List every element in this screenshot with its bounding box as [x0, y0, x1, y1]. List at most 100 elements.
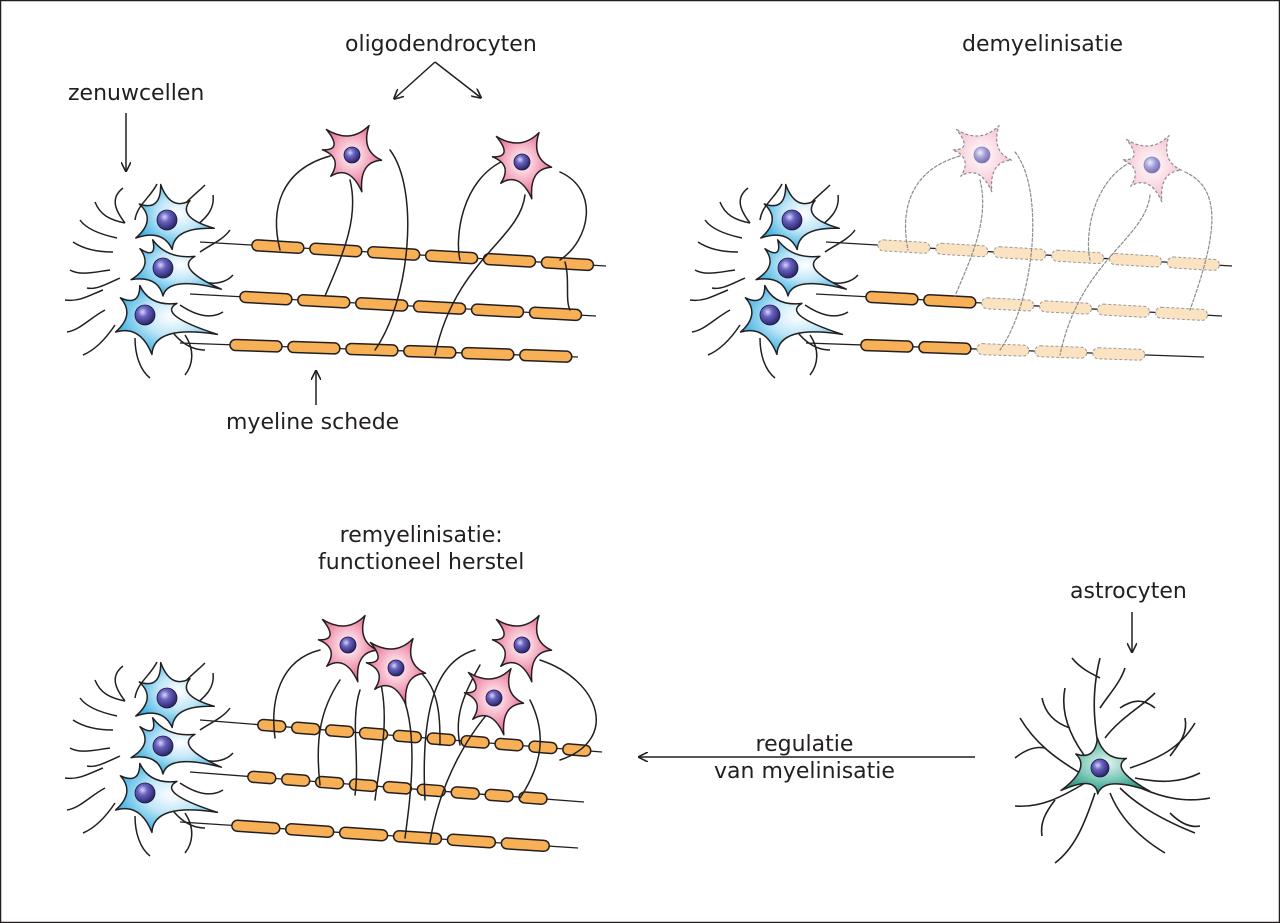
demyel-neurons-dendrite	[739, 187, 751, 224]
astrocyte-process	[1062, 687, 1091, 764]
remyel-axon-1-myelin-segment	[562, 743, 592, 757]
demyel-neurons	[689, 183, 859, 379]
remyel-axon-2-myelin-segment	[518, 791, 548, 805]
remyel-neurons-dendrite	[94, 679, 126, 702]
faded-process	[954, 179, 984, 297]
healthy-axon-1-myelin-segment	[482, 252, 537, 268]
demyel-neurons-dendrite	[804, 304, 849, 317]
label-astrocyten: astrocyten	[1070, 579, 1187, 604]
remyel-axon-2-myelin-segment	[314, 775, 345, 790]
oligo-process	[434, 194, 526, 356]
remyel-neurons	[64, 661, 234, 857]
remyel-neurons-dendrite	[199, 707, 231, 731]
demyel-neurons-dendrite	[694, 269, 736, 274]
remyel-axon-3-myelin-segment	[446, 833, 497, 849]
healthy-axon-3-myelin-segment	[345, 342, 399, 357]
remyel-neurons-neuron-3-nucleus	[134, 782, 156, 804]
remyel-axon-1-myelin-segment	[392, 729, 423, 744]
healthy-axon-3-myelin-segment	[229, 338, 283, 353]
healthy-neurons	[64, 183, 234, 379]
astrocyte-process	[1104, 692, 1156, 739]
label-regulatie-line2: van myelinisatie	[714, 759, 895, 784]
remyel-axon-3-myelin-segment	[231, 819, 281, 835]
demyel-neurons-neuron-2-nucleus	[777, 257, 799, 279]
label-myeline-schede: myeline schede	[226, 410, 400, 435]
demyel-axon-2-myelin-segment	[1039, 300, 1093, 315]
demyel-neurons-dendrite	[704, 219, 743, 239]
healthy-neurons-neuron-3-body	[114, 284, 219, 356]
astrocyte-process	[1040, 799, 1056, 837]
demyel-neurons-dendrite	[759, 183, 783, 221]
demyel-axon-3-myelin-segment	[918, 340, 972, 355]
remyel-axon-1-myelin-segment	[324, 724, 355, 739]
remyel-neurons-dendrite	[86, 755, 121, 768]
demyel-neurons-dendrite	[697, 241, 739, 253]
healthy-neurons-neuron-1-nucleus	[156, 209, 178, 231]
faded-process	[1184, 171, 1213, 311]
label-remyelinisatie-line2: functioneel herstel	[318, 550, 525, 575]
demyel-neurons-dendrite	[809, 334, 818, 376]
remyel-axon-2-myelin-segment	[382, 780, 413, 795]
remyel-axon-1-myelin-segment	[358, 726, 389, 741]
healthy-axon-3-myelin-segment	[403, 344, 457, 359]
healthy-oligo-1-nucleus	[343, 146, 361, 164]
remyel-axon-3-myelin-segment	[392, 830, 443, 845]
label-regulatie-line1: regulatie	[755, 732, 854, 757]
astrocyte-process	[1071, 657, 1101, 679]
remyel-neurons-dendrite	[204, 752, 234, 762]
demyel-neurons-dendrite	[707, 324, 741, 356]
demyel-neurons-dendrite	[829, 274, 859, 284]
faded-process	[905, 155, 961, 251]
astrocyte-nucleus	[1090, 758, 1110, 778]
remyel-axon-1-myelin-segment	[460, 734, 490, 749]
healthy-axon-3-myelin-segment	[461, 346, 515, 361]
remyel-axon-1-myelin-segment	[494, 737, 524, 752]
label-oligodendrocyten: oligodendrocyten	[345, 32, 537, 57]
panel-demyelination	[805, 125, 1233, 361]
remyel-process	[399, 689, 413, 839]
demyel-axon-2-myelin-segment	[865, 290, 919, 306]
remyel-axon-2-myelin-segment	[280, 773, 311, 787]
astrocyte-process	[1169, 717, 1187, 757]
healthy-axon-2-myelin-segment	[412, 300, 467, 315]
remyel-oligo-4-nucleus	[485, 689, 503, 707]
remyel-axon-1-myelin-segment	[426, 732, 456, 747]
healthy-axon-2-myelin-segment	[470, 303, 525, 319]
remyel-neurons-dendrite	[69, 747, 111, 752]
demyel-neurons-neuron-3-body	[739, 284, 844, 356]
arrow-oligodendrocyten-left	[395, 61, 436, 98]
demyel-axon-1-myelin-segment	[1166, 256, 1220, 271]
oligo-process	[559, 171, 587, 261]
panel-healthy	[126, 61, 607, 405]
remyel-neurons-dendrite	[179, 782, 224, 795]
astrocyte-process	[1109, 792, 1166, 854]
oligo-process	[324, 179, 354, 297]
remyel-process	[273, 649, 321, 739]
astrocyte-process	[1129, 722, 1196, 769]
healthy-neurons-dendrite	[199, 229, 231, 253]
astrocyte-process	[1134, 772, 1201, 783]
remyel-neurons-neuron-2-body	[130, 717, 223, 775]
healthy-neurons-dendrite	[204, 274, 234, 284]
healthy-neurons-dendrite	[179, 304, 224, 317]
remyel-axon-2-myelin-segment	[450, 786, 480, 800]
remyel-neurons-dendrite	[79, 697, 118, 717]
demyel-neurons-dendrite	[824, 229, 856, 253]
healthy-neurons-dendrite	[64, 289, 104, 302]
remyel-oligo-1-nucleus	[339, 636, 357, 654]
demyel-neurons-neuron-2-body	[755, 239, 848, 297]
demyel-axon-3-myelin-segment	[1092, 347, 1146, 361]
healthy-oligo-2-nucleus	[513, 153, 531, 171]
remyel-oligo-2-nucleus	[387, 659, 405, 677]
demyel-neurons-neuron-1-nucleus	[781, 209, 803, 231]
healthy-neurons-dendrite	[134, 183, 158, 221]
demyel-axon-2-myelin-segment	[1155, 306, 1208, 321]
remyel-process	[374, 679, 386, 801]
demyel-neurons-dendrite	[759, 337, 776, 379]
demyel-axon-1-myelin-segment	[1109, 253, 1162, 268]
remyel-neurons-dendrite	[66, 787, 106, 811]
healthy-axon-3-myelin-segment	[519, 348, 573, 363]
astrocyte-process	[1019, 717, 1081, 774]
remyel-axon-3-myelin-segment	[338, 826, 389, 842]
